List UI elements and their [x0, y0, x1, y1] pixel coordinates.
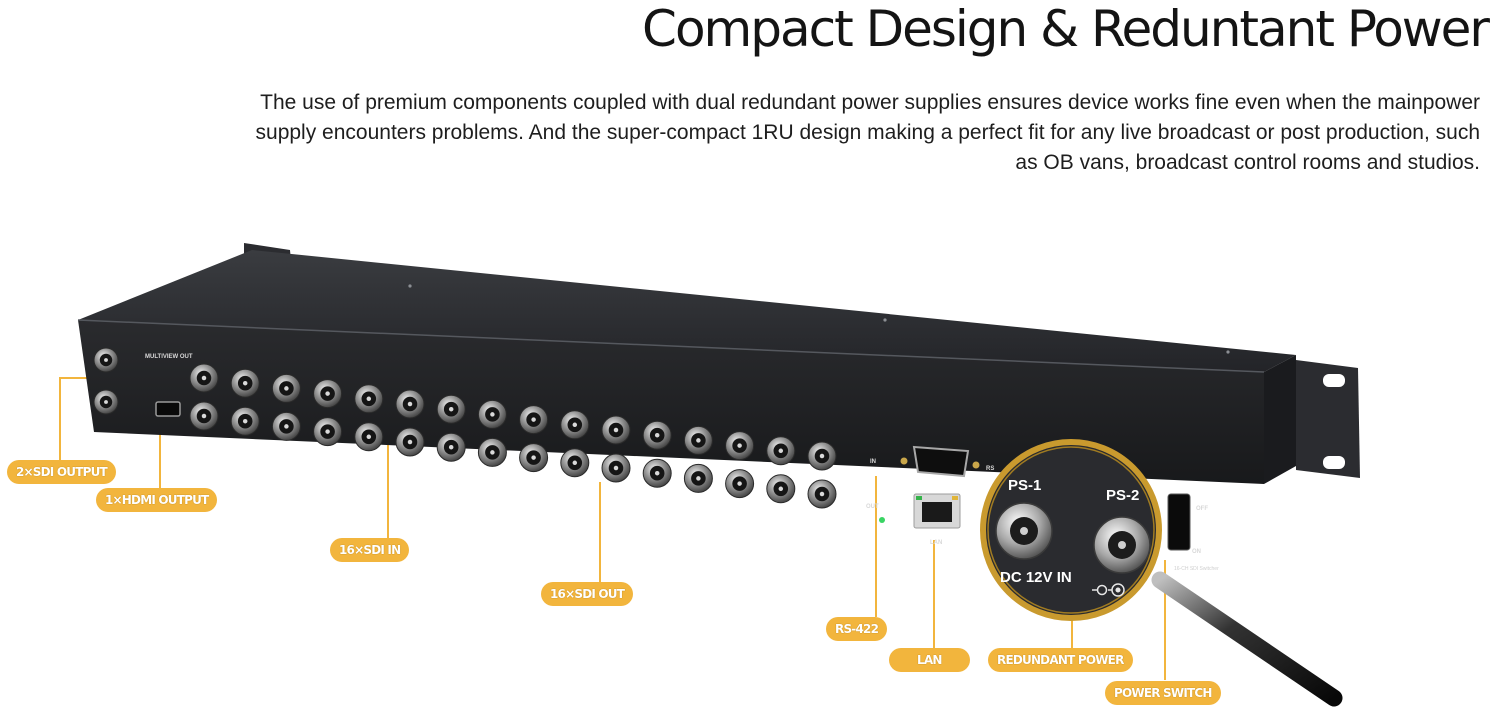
sdi-out-bnc — [519, 443, 549, 473]
sdi-in-bnc — [477, 399, 507, 429]
sdi-out-bnc — [230, 406, 260, 436]
ps1-label: PS-1 — [1008, 477, 1041, 494]
switch-off-label: OFF — [1196, 506, 1208, 512]
sdi-out-bnc — [271, 411, 301, 441]
magnifier-lens — [980, 439, 1162, 621]
sdi-in-bnc — [683, 425, 713, 455]
sdi-out-port-label: OUT — [866, 504, 879, 510]
callout-sdi-out: 16×SDI OUT — [541, 582, 634, 606]
callout-power-switch: POWER SWITCH — [1105, 681, 1221, 705]
sdi-out-bnc — [477, 437, 507, 467]
sdi-out-bnc — [436, 432, 466, 462]
sdi-out-bnc — [189, 401, 219, 431]
sdi-out-bnc — [807, 479, 837, 509]
ps2-label: PS-2 — [1106, 487, 1139, 504]
sdi-in-bnc — [601, 415, 631, 445]
magnifier: PS-1 PS-2 DC 12V IN — [980, 439, 1343, 707]
sdi-out-bnc — [725, 469, 755, 499]
model-plate: 16-CH SDI Switcher — [1174, 566, 1219, 572]
rs422-port — [912, 445, 970, 478]
sdi-in-bnc — [395, 389, 425, 419]
right-ear-slot-bottom — [1323, 456, 1345, 469]
sdi-out-bnc — [395, 427, 425, 457]
sdi-out-bnc — [642, 458, 672, 488]
dc-input-label: DC 12V IN — [1000, 569, 1072, 586]
multiview-label: MULTIVIEW OUT — [145, 354, 193, 360]
sdi-in-bnc — [807, 441, 837, 471]
chassis-side — [1264, 355, 1296, 484]
sdi-in-bnc — [230, 368, 260, 398]
bnc-connectors — [93, 347, 837, 509]
callout-lan: LAN — [889, 648, 970, 672]
sdi-output-bnc — [93, 389, 119, 415]
rs-label: RS — [986, 466, 994, 472]
dc-polarity-icon — [1092, 583, 1125, 597]
sdi-out-bnc — [601, 453, 631, 483]
sdi-in-bnc — [725, 431, 755, 461]
sdi-out-bnc — [766, 474, 796, 504]
callout-sdi-output: 2×SDI OUTPUT — [7, 460, 116, 484]
chassis-top — [78, 250, 1296, 372]
hdmi-port — [155, 401, 181, 417]
sdi-in-bnc — [354, 384, 384, 414]
power-switch-body — [1167, 493, 1191, 551]
callout-redundant-power: REDUNDANT POWER — [988, 648, 1133, 672]
callout-lines — [59, 377, 1166, 680]
sdi-out-bnc — [313, 417, 343, 447]
right-rack-ear — [1296, 360, 1360, 478]
sdi-in-bnc — [313, 379, 343, 409]
sdi-in-bnc — [436, 394, 466, 424]
sdi-in-bnc — [519, 405, 549, 435]
status-led — [879, 517, 885, 523]
sdi-output-bnc — [93, 347, 119, 373]
callout-rs422: RS-422 — [826, 617, 888, 641]
sdi-out-bnc — [560, 448, 590, 478]
sdi-in-bnc — [642, 420, 672, 450]
sdi-in-bnc — [766, 436, 796, 466]
description-text: The use of premium components coupled wi… — [255, 91, 1480, 174]
right-ear-slot-top — [1323, 374, 1345, 387]
sdi-in-bnc — [560, 410, 590, 440]
sdi-out-bnc — [354, 422, 384, 452]
sdi-out-bnc — [683, 463, 713, 493]
callout-hdmi-output: 1×HDMI OUTPUT — [96, 488, 218, 512]
switch-on-label: ON — [1192, 549, 1201, 555]
callout-sdi-in: 16×SDI IN — [330, 538, 410, 562]
sdi-in-bnc — [271, 373, 301, 403]
sdi-in-bnc — [189, 363, 219, 393]
page-title: Compact Design & Reduntant Power — [642, 0, 1490, 58]
lan-port-label: LAN — [930, 540, 942, 546]
magnifier-handle — [1151, 571, 1343, 707]
sdi-in-port-label: IN — [870, 459, 876, 465]
